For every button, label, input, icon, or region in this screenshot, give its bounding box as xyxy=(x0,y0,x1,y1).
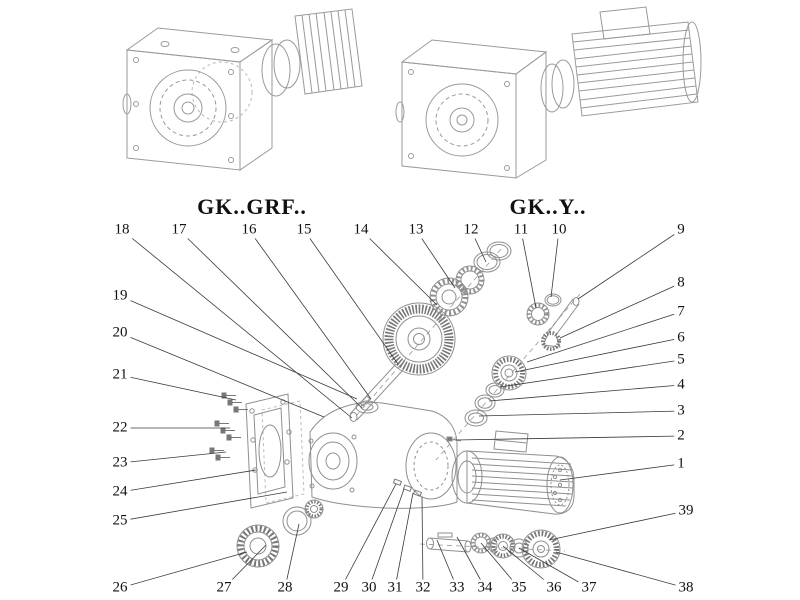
input-shaft-gear-part xyxy=(349,302,456,422)
part-number-15: 15 xyxy=(293,221,315,239)
leader-line-9 xyxy=(577,229,682,300)
output-shaft-assembly-part xyxy=(426,529,561,569)
motor-part xyxy=(451,430,575,515)
part-number-23: 23 xyxy=(109,454,131,472)
part-number-24: 24 xyxy=(109,483,131,501)
cover-bearing-part xyxy=(236,499,324,568)
leader-line-29 xyxy=(340,483,397,589)
leader-line-5 xyxy=(499,359,682,388)
housing-part xyxy=(308,400,458,509)
leader-line-11 xyxy=(520,229,537,309)
leader-line-2 xyxy=(454,435,682,441)
leader-lines xyxy=(119,229,687,589)
part-number-12: 12 xyxy=(460,221,482,239)
part-number-29: 29 xyxy=(330,579,352,597)
variant-title-grf: GK..GRF.. xyxy=(197,194,307,219)
variant-title-y: GK..Y.. xyxy=(509,194,587,219)
leader-line-14 xyxy=(360,229,438,306)
part-number-22: 22 xyxy=(109,419,131,437)
part-number-18: 18 xyxy=(111,221,133,239)
part-number-4: 4 xyxy=(674,376,688,394)
leader-line-18 xyxy=(121,229,353,419)
leader-line-20 xyxy=(119,332,325,418)
part-number-26: 26 xyxy=(109,579,131,597)
part-number-20: 20 xyxy=(109,324,131,342)
part-number-34: 34 xyxy=(474,579,496,597)
part-number-31: 31 xyxy=(384,579,406,597)
pinion-shaft-part xyxy=(526,293,580,351)
part-number-38: 38 xyxy=(675,579,697,597)
housing-plugs xyxy=(392,478,423,497)
leader-line-39 xyxy=(548,510,687,541)
part-number-3: 3 xyxy=(674,402,688,420)
leader-line-19 xyxy=(119,295,358,400)
part-number-25: 25 xyxy=(109,512,131,530)
leader-line-3 xyxy=(478,410,682,417)
fastener-bolts xyxy=(209,392,248,461)
leader-line-32 xyxy=(421,496,424,589)
part-number-13: 13 xyxy=(405,221,427,239)
part-number-9: 9 xyxy=(674,221,688,239)
gearbox-assembled-grf xyxy=(122,8,363,171)
leader-line-1 xyxy=(559,463,682,481)
part-number-11: 11 xyxy=(510,221,532,239)
bevel-gear-part xyxy=(446,355,527,442)
part-number-32: 32 xyxy=(412,579,434,597)
leader-line-26 xyxy=(119,551,248,589)
part-number-39: 39 xyxy=(675,502,697,520)
leader-line-28 xyxy=(284,523,300,589)
leader-line-6 xyxy=(514,337,682,373)
part-number-30: 30 xyxy=(358,579,380,597)
part-number-2: 2 xyxy=(674,427,688,445)
part-number-1: 1 xyxy=(674,455,688,473)
part-number-36: 36 xyxy=(543,579,565,597)
part-number-35: 35 xyxy=(508,579,530,597)
leader-line-16 xyxy=(248,229,372,400)
leader-line-21 xyxy=(119,374,237,401)
part-number-33: 33 xyxy=(446,579,468,597)
exploded-view xyxy=(209,241,581,569)
part-number-5: 5 xyxy=(674,351,688,369)
leader-line-30 xyxy=(368,488,405,589)
part-number-16: 16 xyxy=(238,221,260,239)
gearbox-assembled-y xyxy=(395,6,702,179)
part-number-17: 17 xyxy=(168,221,190,239)
leader-line-7 xyxy=(526,311,682,363)
leader-line-38 xyxy=(555,551,687,589)
leader-line-10 xyxy=(550,229,560,298)
part-number-14: 14 xyxy=(350,221,372,239)
leader-line-17 xyxy=(178,229,363,409)
leader-line-8 xyxy=(559,282,682,339)
part-number-19: 19 xyxy=(109,287,131,305)
leader-line-13 xyxy=(415,229,456,289)
part-number-6: 6 xyxy=(674,329,688,347)
part-number-10: 10 xyxy=(548,221,570,239)
leader-line-23 xyxy=(119,451,227,464)
part-number-8: 8 xyxy=(674,274,688,292)
part-number-21: 21 xyxy=(109,366,131,384)
top-bearings-part xyxy=(429,265,485,317)
leader-line-4 xyxy=(488,384,682,402)
leader-line-31 xyxy=(394,492,414,589)
leader-line-15 xyxy=(303,229,399,365)
part-number-28: 28 xyxy=(274,579,296,597)
leader-line-25 xyxy=(119,491,288,522)
leader-line-24 xyxy=(119,469,257,493)
top-rings-part xyxy=(473,241,512,273)
flange-plate-part xyxy=(245,393,305,509)
leader-line-37 xyxy=(518,547,590,589)
part-number-27: 27 xyxy=(213,579,235,597)
part-number-7: 7 xyxy=(674,303,688,321)
part-number-37: 37 xyxy=(578,579,600,597)
